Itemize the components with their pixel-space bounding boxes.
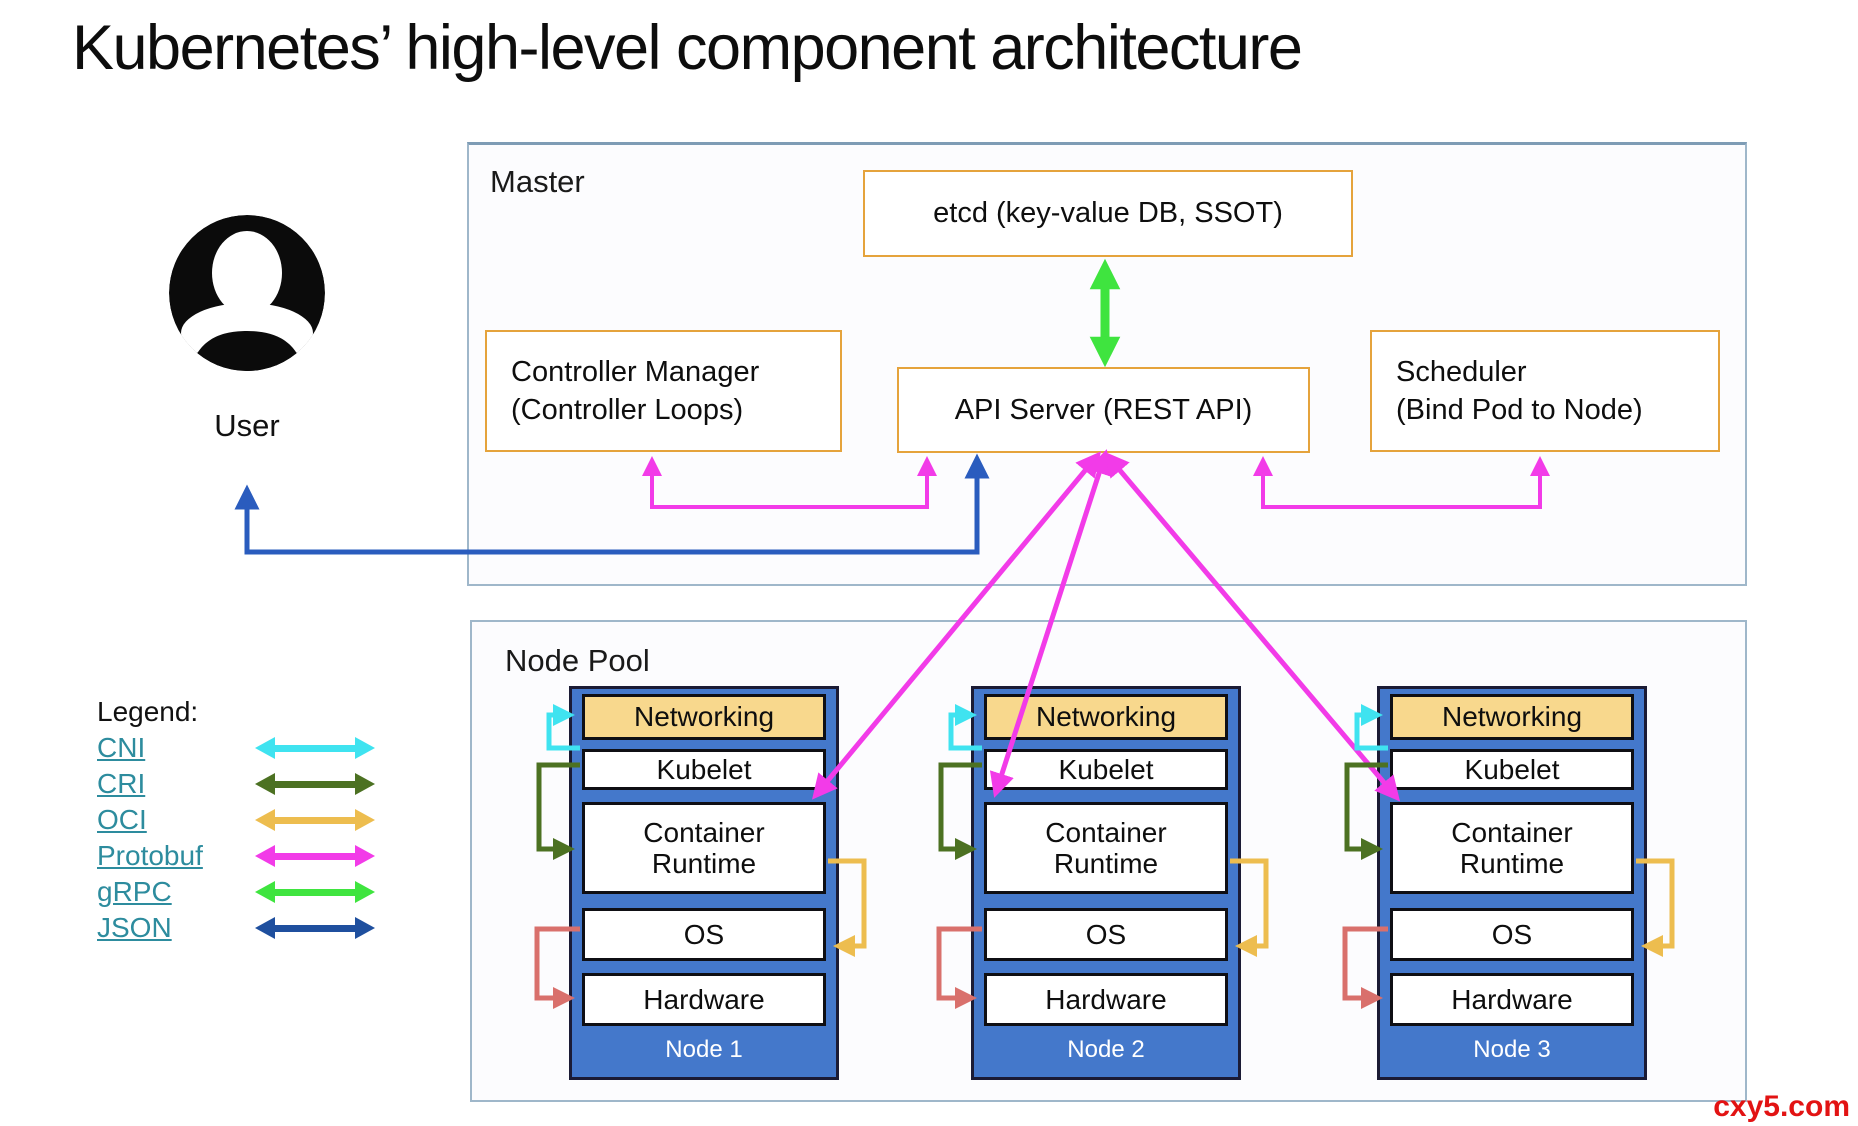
node-layer-os: OS	[1390, 908, 1634, 961]
legend-link[interactable]: OCI	[97, 804, 147, 835]
legend-double-arrow-icon	[255, 737, 375, 759]
node-layer-label: OS	[1085, 918, 1127, 950]
node-name-label: Node 1	[665, 1036, 743, 1063]
legend-link[interactable]: gRPC	[97, 876, 172, 907]
api-server-box: API Server (REST API)	[897, 367, 1310, 453]
node-layer-label: Container Runtime	[1451, 816, 1573, 879]
node-layer-networking: Networking	[582, 694, 826, 740]
etcd-box: etcd (key-value DB, SSOT)	[863, 170, 1353, 257]
watermark: cxy5.com	[1713, 1090, 1850, 1123]
node-layer-label: OS	[683, 918, 725, 950]
node-layer-label: Container Runtime	[1045, 816, 1167, 879]
node-layer-label: Hardware	[643, 983, 765, 1015]
node-layer-hardware: Hardware	[984, 973, 1228, 1026]
node-layer-kubelet: Kubelet	[984, 749, 1228, 790]
node-name-label: Node 2	[1067, 1036, 1145, 1063]
node-layer-container-runtime: Container Runtime	[1390, 802, 1634, 894]
node-layer-label: Kubelet	[1464, 753, 1560, 785]
master-label: Master	[490, 164, 585, 199]
legend-double-arrow-icon	[255, 845, 375, 867]
legend-link[interactable]: CNI	[97, 732, 146, 763]
node-layer-kubelet: Kubelet	[1390, 749, 1634, 790]
legend-row: Protobuf	[97, 838, 397, 874]
user-label: User	[214, 408, 280, 443]
legend-title: Legend:	[97, 696, 199, 727]
legend-row: gRPC	[97, 874, 397, 910]
node-layer-networking: Networking	[984, 694, 1228, 740]
node-layer-label: Networking	[1441, 701, 1583, 733]
node-layer-container-runtime: Container Runtime	[984, 802, 1228, 894]
legend-row: CNI	[97, 730, 397, 766]
legend-link[interactable]: CRI	[97, 768, 146, 799]
page-title: Kubernetes’ high-level component archite…	[72, 13, 1303, 83]
scheduler-box: Scheduler (Bind Pod to Node)	[1370, 330, 1720, 452]
legend-row: OCI	[97, 802, 397, 838]
legend-link[interactable]: JSON	[97, 912, 172, 943]
node-layer-hardware: Hardware	[1390, 973, 1634, 1026]
legend-row: JSON	[97, 910, 397, 946]
node-layer-container-runtime: Container Runtime	[582, 802, 826, 894]
legend: Legend: CNI CRI OCI Protobuf gRPC JSON	[97, 694, 397, 946]
node-name-label: Node 3	[1473, 1036, 1551, 1063]
node-layer-label: Kubelet	[1058, 753, 1154, 785]
node-layer-label: Kubelet	[656, 753, 752, 785]
node-layer-label: OS	[1491, 918, 1533, 950]
node-layer-os: OS	[582, 908, 826, 961]
node-pool-label: Node Pool	[505, 643, 650, 678]
legend-row: CRI	[97, 766, 397, 802]
node-layer-kubelet: Kubelet	[582, 749, 826, 790]
legend-double-arrow-icon	[255, 917, 375, 939]
node-layer-label: Networking	[633, 701, 775, 733]
node-layer-label: Container Runtime	[643, 816, 765, 879]
node-layer-hardware: Hardware	[582, 973, 826, 1026]
node-layer-networking: Networking	[1390, 694, 1634, 740]
controller-manager-box: Controller Manager (Controller Loops)	[485, 330, 842, 452]
legend-double-arrow-icon	[255, 809, 375, 831]
legend-double-arrow-icon	[255, 881, 375, 903]
node-layer-label: Networking	[1035, 701, 1177, 733]
user-icon	[169, 215, 325, 371]
legend-double-arrow-icon	[255, 773, 375, 795]
legend-link[interactable]: Protobuf	[97, 840, 203, 871]
node-layer-label: Hardware	[1451, 983, 1573, 1015]
node-layer-label: Hardware	[1045, 983, 1167, 1015]
node-layer-os: OS	[984, 908, 1228, 961]
